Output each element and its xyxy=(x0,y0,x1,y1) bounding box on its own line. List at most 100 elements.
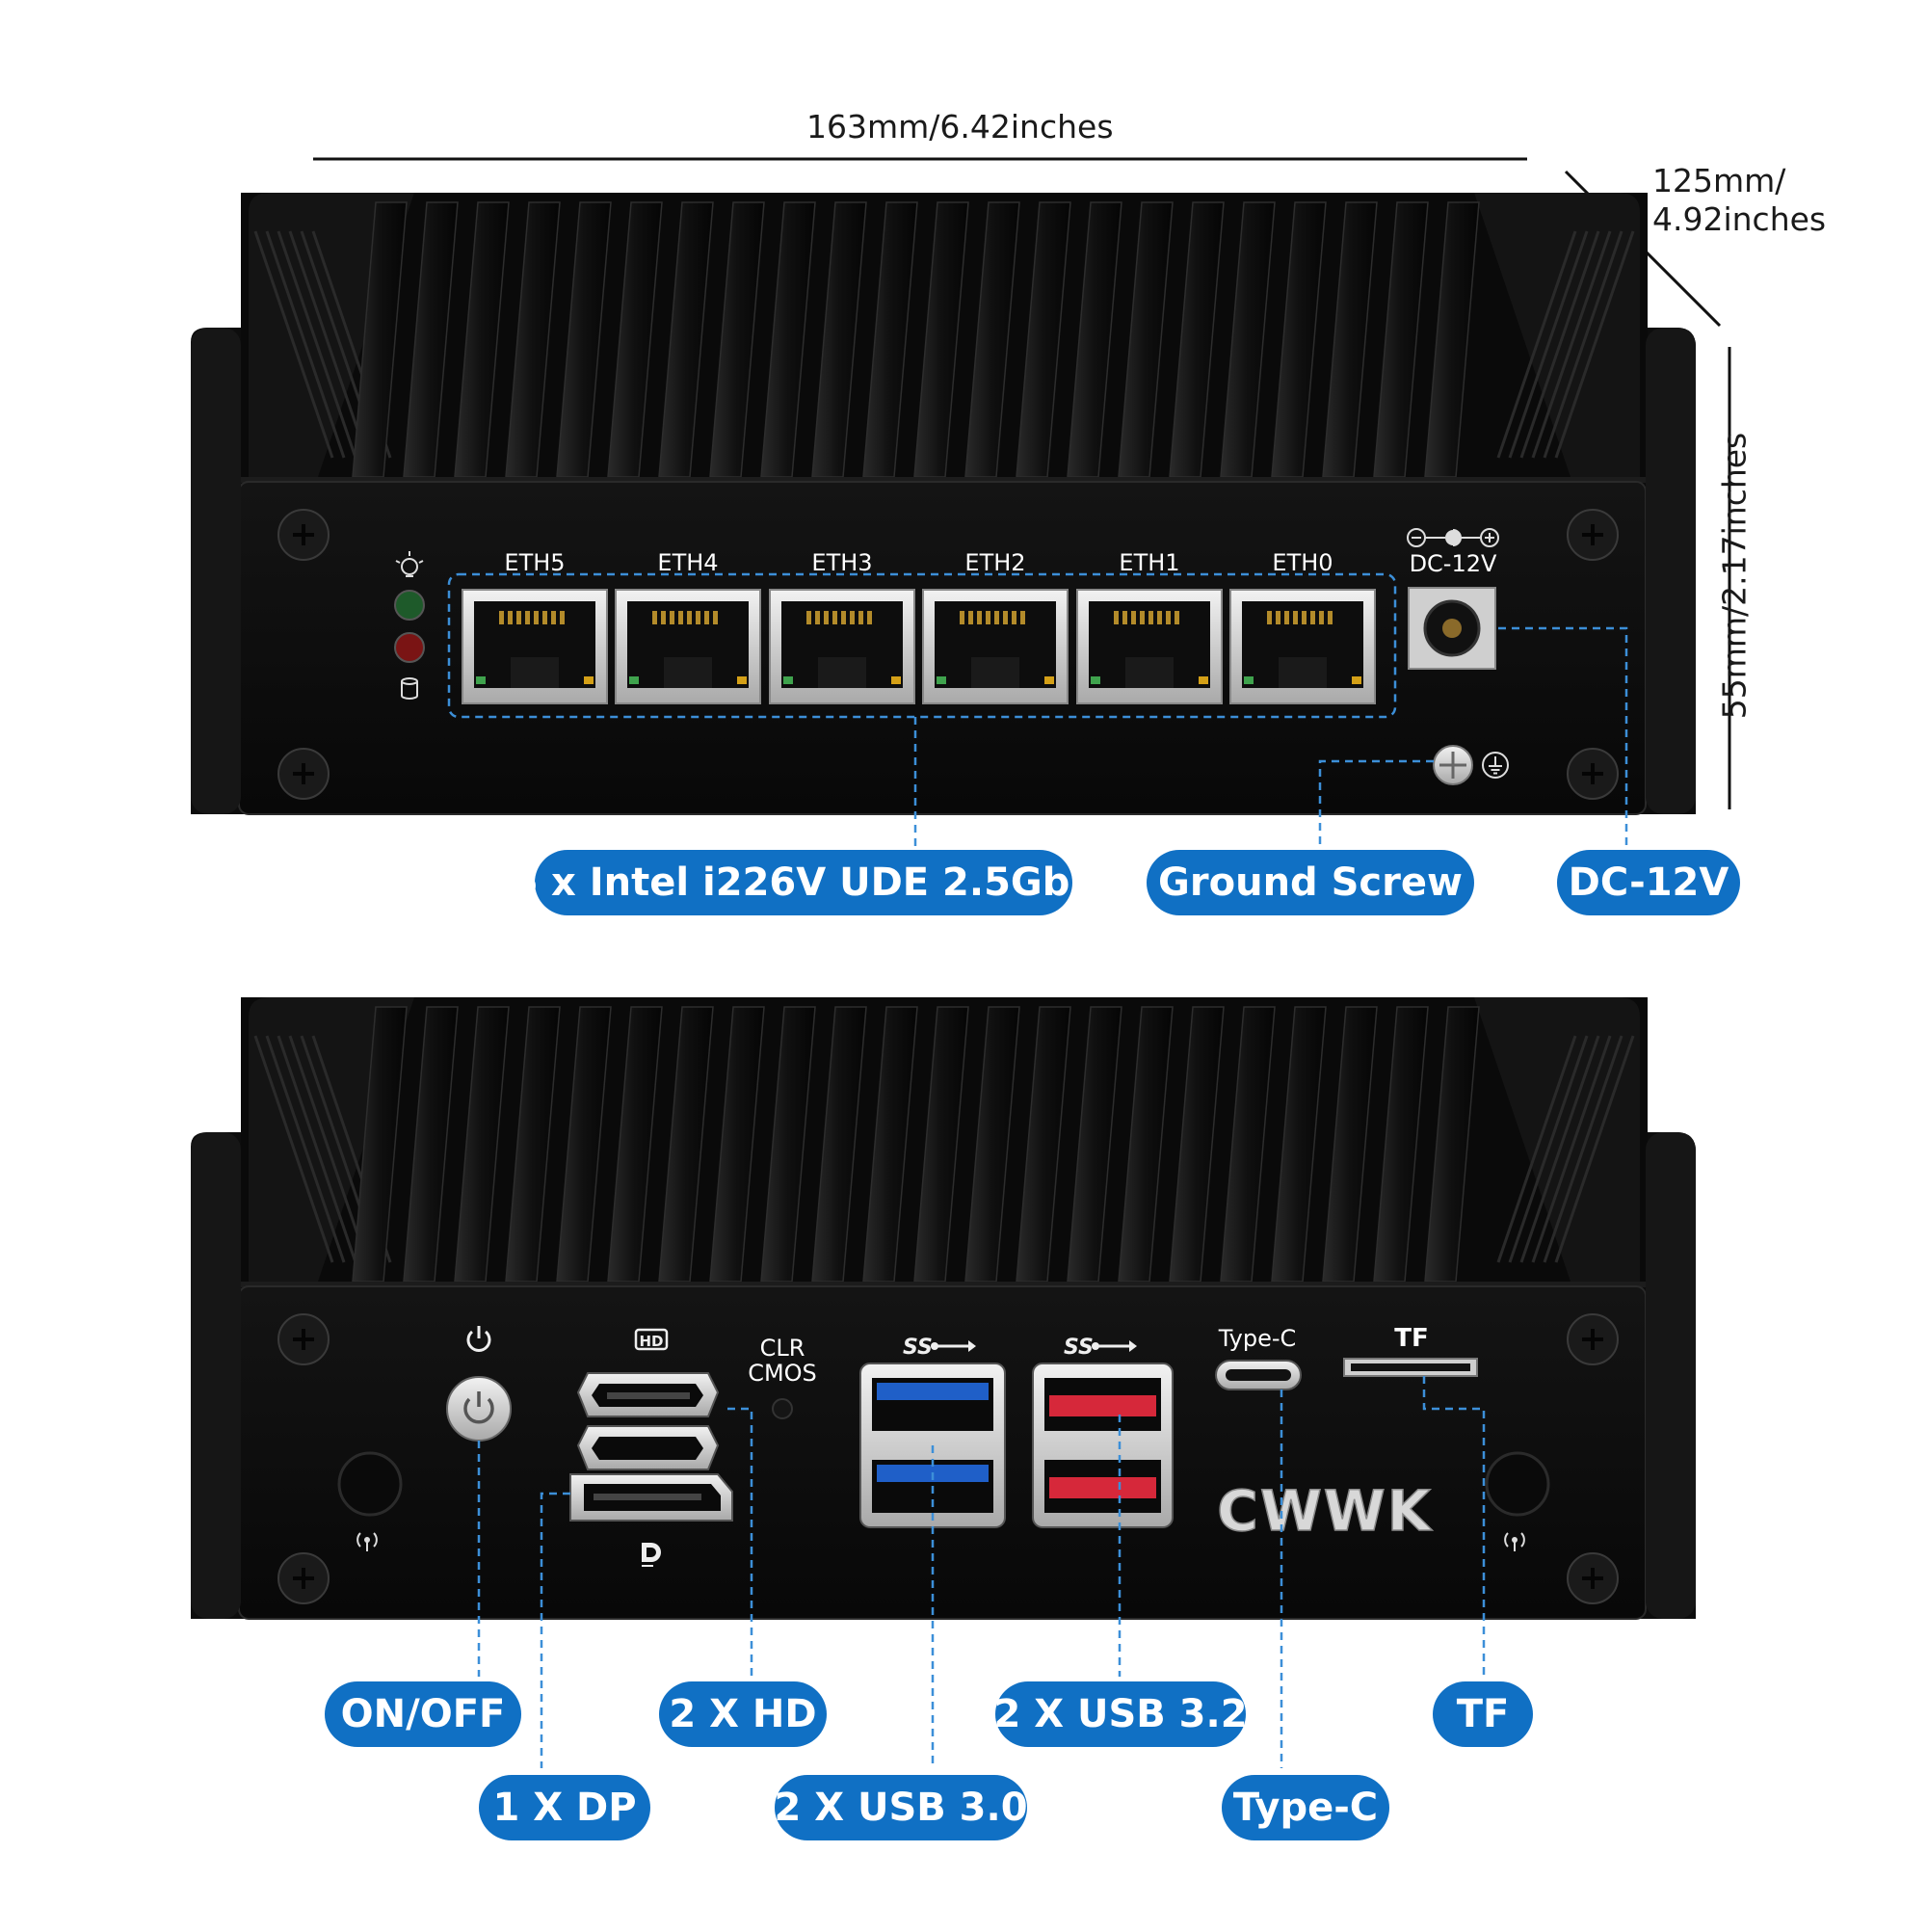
vent-slot xyxy=(1496,230,1577,459)
dc-polarity-icon xyxy=(1407,528,1499,547)
callout-usb-3-2: 2 X USB 3.2 xyxy=(993,1681,1248,1747)
eth-label: ETH0 xyxy=(1272,549,1333,576)
rj45-contact xyxy=(516,611,521,624)
ethernet-port[interactable] xyxy=(769,589,915,704)
rj45-contact xyxy=(968,611,973,624)
hdmi-port[interactable] xyxy=(576,1372,720,1417)
rj45-contact xyxy=(499,611,504,624)
vent-slot xyxy=(1543,230,1623,459)
activity-led xyxy=(1352,676,1361,684)
rj45-contact xyxy=(687,611,692,624)
led-icon xyxy=(395,551,424,577)
link-led xyxy=(937,676,946,684)
panel-screws xyxy=(277,509,1619,800)
clr-cmos-button[interactable] xyxy=(772,1398,793,1419)
vent-slot xyxy=(288,1035,369,1263)
vent-slot xyxy=(1543,1035,1623,1263)
vent-slot xyxy=(253,1035,334,1263)
ethernet-port[interactable] xyxy=(615,589,761,704)
ethernet-port[interactable] xyxy=(462,589,608,704)
heatsink-base-edge xyxy=(241,477,1648,483)
vent-slot xyxy=(1531,1035,1612,1263)
status-led-red xyxy=(394,632,425,663)
rj45-contact xyxy=(652,611,657,624)
rj45-contact xyxy=(534,611,539,624)
rj45-contact xyxy=(960,611,964,624)
callout-typec: Type-C xyxy=(1222,1775,1389,1840)
link-led xyxy=(1091,676,1100,684)
eth-label: ETH3 xyxy=(811,549,872,576)
tf-label: TF xyxy=(1394,1324,1429,1353)
heatsink-base-edge xyxy=(241,1282,1648,1287)
callout-usb-3-0: 2 X USB 3.0 xyxy=(774,1775,1028,1840)
hdmi-port[interactable] xyxy=(576,1425,720,1470)
rj45-contact xyxy=(850,611,855,624)
eth-label: ETH2 xyxy=(964,549,1025,576)
rj45-contact xyxy=(704,611,709,624)
vent-slot xyxy=(1531,230,1612,459)
lan-port-group-outline xyxy=(447,572,1397,719)
callout-hdmi: 2 X HD xyxy=(659,1681,827,1747)
heatsink-fins xyxy=(241,193,1648,483)
activity-led xyxy=(737,676,747,684)
callout-lan-ports: 6 x Intel i226V UDE 2.5GbE xyxy=(511,850,1096,915)
ground-screw xyxy=(1433,745,1473,785)
ethernet-port[interactable] xyxy=(1076,589,1223,704)
eth-label: ETH1 xyxy=(1119,549,1179,576)
disk-icon xyxy=(401,677,418,700)
eth-label: ETH4 xyxy=(657,549,718,576)
link-led xyxy=(783,676,793,684)
rj45-contact xyxy=(551,611,556,624)
vent-slot xyxy=(265,1035,346,1263)
heatsink-fins xyxy=(241,997,1648,1287)
rj45-contact xyxy=(508,611,513,624)
rj45-contact xyxy=(1140,611,1145,624)
rj45-contact xyxy=(1012,611,1016,624)
callout-displayport: 1 X DP xyxy=(479,1775,650,1840)
clr-cmos-label: CMOS xyxy=(748,1360,817,1387)
svg-text:SS: SS xyxy=(1064,1336,1094,1360)
panel-screws xyxy=(277,1313,1619,1604)
depth-dimension-label: 125mm/ xyxy=(1652,162,1786,199)
callout-tf-slot: TF xyxy=(1433,1681,1533,1747)
rj45-contact xyxy=(1293,611,1298,624)
vent-slot xyxy=(1508,230,1589,459)
rj45-contact xyxy=(1310,611,1315,624)
front-unit xyxy=(191,193,1696,815)
hdmi-icon: HD xyxy=(634,1328,669,1351)
rj45-contact xyxy=(1157,611,1162,624)
rj45-contact xyxy=(1175,611,1179,624)
rj45-contact xyxy=(661,611,666,624)
power-button[interactable] xyxy=(446,1376,512,1442)
vent-slot xyxy=(277,230,357,459)
usb-3-2-port-stack xyxy=(1032,1363,1174,1528)
rj45-contact xyxy=(977,611,982,624)
callout-dc-12v: DC-12V xyxy=(1557,850,1740,915)
displayport-port[interactable] xyxy=(569,1473,733,1522)
ethernet-port[interactable] xyxy=(922,589,1069,704)
rj45-latch xyxy=(511,657,559,688)
callout-leader-lines xyxy=(913,626,1628,848)
vent-slot xyxy=(1508,1035,1589,1263)
rj45-contact xyxy=(858,611,863,624)
rj45-contact xyxy=(1267,611,1272,624)
clr-cmos-label: CLR xyxy=(760,1335,805,1362)
rj45-contact xyxy=(1114,611,1119,624)
vent-slot xyxy=(1554,230,1635,459)
rj45-contact xyxy=(832,611,837,624)
rj45-contact xyxy=(1020,611,1025,624)
rj45-contact xyxy=(1148,611,1153,624)
rj45-contact xyxy=(986,611,990,624)
depth-dimension-label: 4.92inches xyxy=(1652,200,1827,238)
width-dimension-label: 163mm/6.42inches xyxy=(806,108,1114,146)
wifi-antenna-icon xyxy=(1504,1532,1525,1551)
rj45-latch xyxy=(971,657,1019,688)
displayport-icon xyxy=(642,1543,661,1567)
rj45-contact xyxy=(841,611,846,624)
ethernet-port[interactable] xyxy=(1229,589,1376,704)
rj45-contact xyxy=(1166,611,1171,624)
height-dimension-label: 55mm/2.17inches xyxy=(1715,432,1754,720)
rj45-latch xyxy=(1125,657,1174,688)
brand-logo: CWWK xyxy=(1217,1477,1432,1545)
rj45-contact xyxy=(1328,611,1333,624)
